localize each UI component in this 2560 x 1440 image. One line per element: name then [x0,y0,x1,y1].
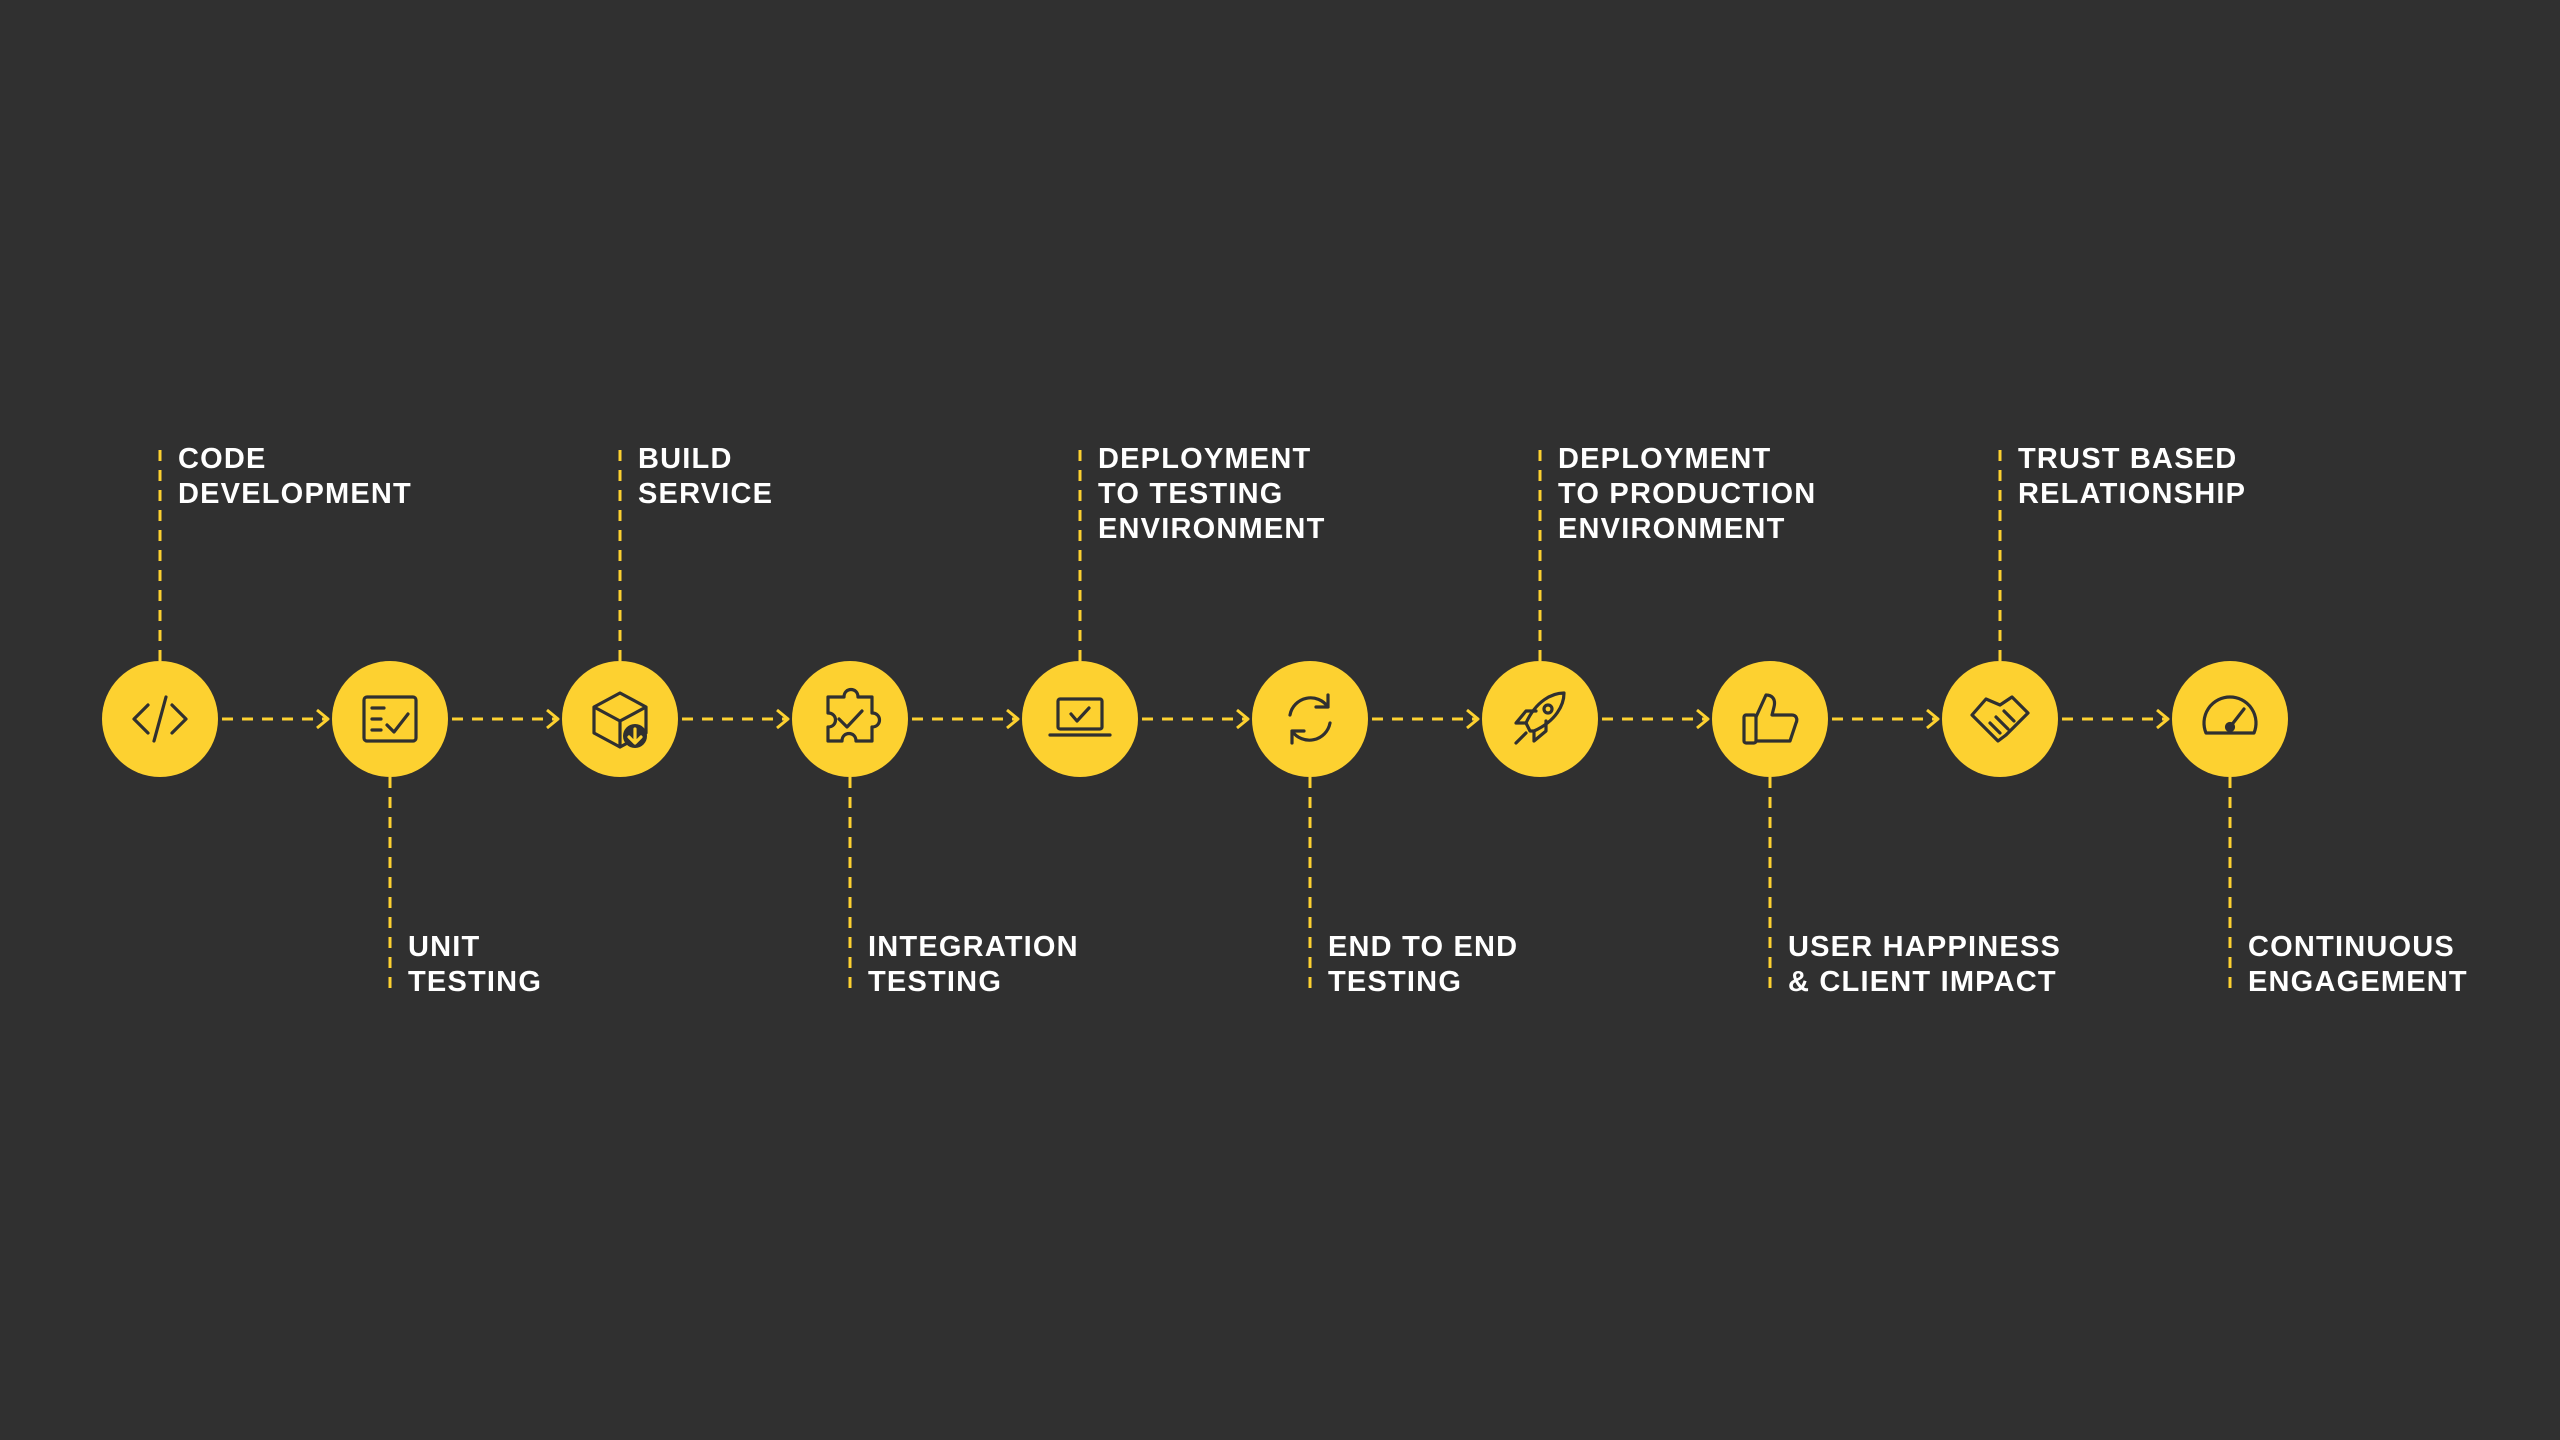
step-label-line: TRUST BASED [2018,443,2238,475]
step-label-line: END TO END [1328,931,1519,963]
code-icon [132,695,188,743]
step-label-line: USER HAPPINESS [1788,931,2062,963]
step-label-line: DEPLOYMENT [1098,443,1312,475]
step-node [1252,661,1368,777]
checklist-icon [362,695,418,743]
rocket-icon [1514,691,1566,745]
step-node [1482,661,1598,777]
step-label-line: ENVIRONMENT [1098,513,1326,545]
step-node [792,661,908,777]
connector-arrow [912,708,1020,730]
step-label-line: TESTING [408,966,543,998]
package-icon [592,691,648,749]
connector-arrow [1832,708,1940,730]
step-label-line: RELATIONSHIP [2018,478,2247,510]
step-label-line: CODE [178,443,267,475]
step-label-line: UNIT [408,931,481,963]
step-node [562,661,678,777]
connector-arrow [1372,708,1480,730]
step-node [1022,661,1138,777]
connector-arrow [2062,708,2170,730]
step-label-line: TESTING [1328,966,1463,998]
connector-layer [158,450,2232,990]
step-label-line: CONTINUOUS [2248,931,2455,963]
puzzle-icon [826,687,882,743]
thumbs-up-icon [1742,693,1799,745]
connector-arrow [1602,708,1710,730]
step-label-line: & CLIENT IMPACT [1788,966,2057,998]
connector-arrow [682,708,790,730]
handshake-icon [1970,695,2030,743]
laptop-check-icon [1048,697,1112,737]
step-node [332,661,448,777]
speedometer-icon [2202,695,2258,735]
step-node [1712,661,1828,777]
step-label-line: DEPLOYMENT [1558,443,1772,475]
step-label-line: TESTING [868,966,1003,998]
step-label-line: INTEGRATION [868,931,1079,963]
step-label-line: ENVIRONMENT [1558,513,1786,545]
step-label-line: TO PRODUCTION [1558,478,1817,510]
step-node [2172,661,2288,777]
step-node [102,661,218,777]
node-layer [102,661,2288,777]
connector-arrow [1142,708,1250,730]
step-label-line: DEVELOPMENT [178,478,412,510]
step-label-line: TO TESTING [1098,478,1284,510]
connector-arrow [452,708,560,730]
step-label-line: SERVICE [638,478,774,510]
refresh-icon [1288,693,1332,745]
step-label-line: ENGAGEMENT [2248,966,2468,998]
step-node [1942,661,2058,777]
step-label: USER HAPPINESS& CLIENT IMPACT [1788,930,2061,1000]
step-label-line: BUILD [638,443,733,475]
connector-arrow [222,708,330,730]
